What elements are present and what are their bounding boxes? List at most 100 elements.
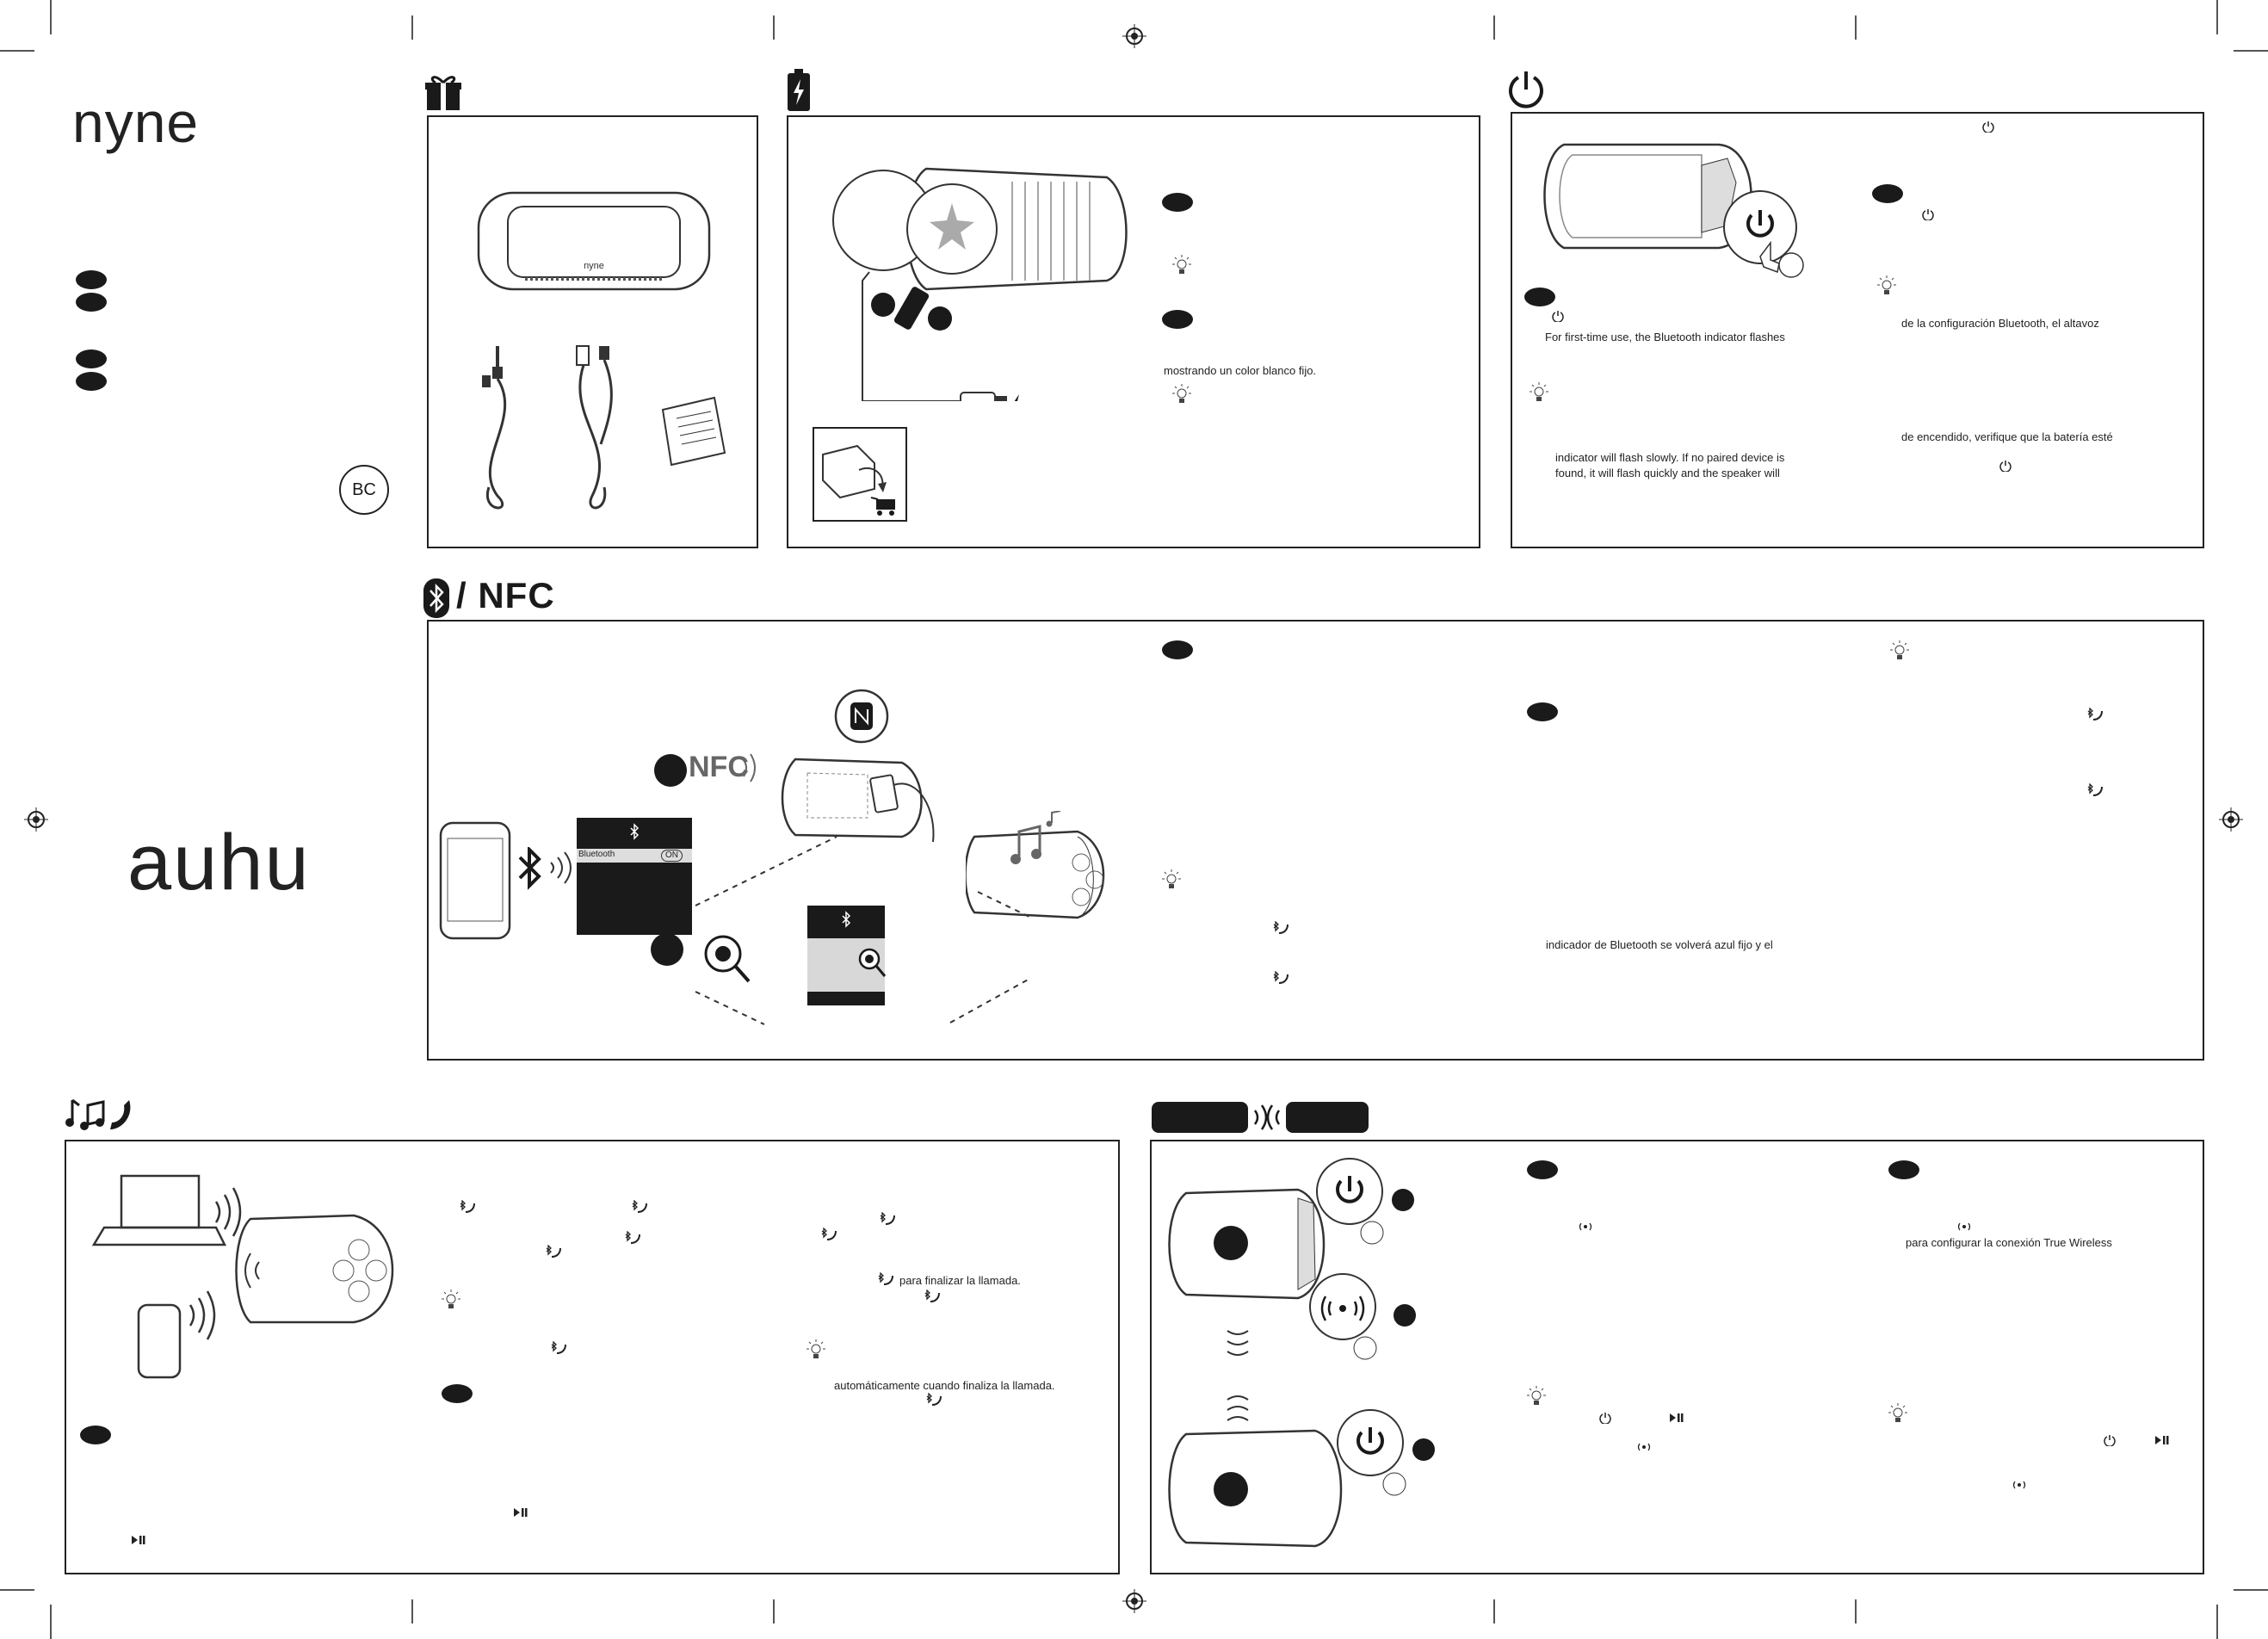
bt-call-icon <box>878 1272 893 1285</box>
crop-mark <box>1493 1599 1495 1624</box>
usb-cable-icon <box>576 345 613 510</box>
bluetooth-icon <box>423 578 449 618</box>
shopping-cart-icon <box>870 497 895 516</box>
registration-mark <box>1122 1589 1146 1613</box>
tws-signal-icon <box>1957 1222 1971 1231</box>
crop-mark <box>0 50 34 52</box>
manual-icon <box>661 396 726 467</box>
language-marker <box>76 349 107 368</box>
crop-mark <box>0 1589 34 1591</box>
charging-panel: mostrando un color blanco fijo. <box>787 115 1480 548</box>
lightbulb-tip-icon <box>1172 384 1191 403</box>
true-wireless-panel: para configurar la conexión True Wireles… <box>1150 1140 2204 1574</box>
crop-mark <box>50 1605 52 1639</box>
language-marker <box>1524 288 1555 306</box>
lightbulb-tip-icon <box>1172 255 1191 274</box>
end-call-text: para finalizar la llamada. <box>899 1274 1021 1287</box>
auto-resume-text: automáticamente cuando finaliza la llama… <box>834 1379 1055 1392</box>
lightbulb-tip-icon <box>442 1290 460 1308</box>
language-marker <box>76 293 107 312</box>
language-marker <box>1888 1160 1919 1179</box>
speaker-illustration: nyne <box>477 191 711 291</box>
step-number-marker <box>654 754 687 787</box>
bt-nfc-header-label: / NFC <box>456 575 555 615</box>
registration-mark <box>24 807 48 832</box>
charge-solid-white-text: mostrando un color blanco fijo. <box>1164 364 1317 377</box>
tws-signal-icon <box>2012 1481 2026 1489</box>
bluetooth-setting-label: Bluetooth <box>578 850 615 859</box>
language-marker <box>1162 310 1193 329</box>
tws-signal-icon <box>1637 1443 1651 1451</box>
power-panel: For first-time use, the Bluetooth indica… <box>1511 112 2204 548</box>
lightbulb-tip-icon <box>1527 1386 1546 1405</box>
search-magnifier-icon <box>858 948 887 977</box>
power-icon <box>2104 1435 2116 1446</box>
tws-config-text: para configurar la conexión True Wireles… <box>1906 1236 2112 1249</box>
language-marker <box>1527 1160 1558 1179</box>
nfc-label: NFC <box>689 751 749 783</box>
bt-call-icon <box>546 1245 561 1258</box>
bt-call-icon <box>551 1341 566 1354</box>
bt-call-icon <box>821 1228 837 1240</box>
lightbulb-tip-icon <box>806 1339 825 1358</box>
language-marker <box>442 1384 473 1403</box>
power-icon <box>1599 1413 1611 1424</box>
lightbulb-tip-icon <box>1877 275 1896 294</box>
crop-mark <box>411 1599 413 1624</box>
crop-mark <box>773 15 775 40</box>
bt-call-icon <box>880 1212 895 1225</box>
language-marker <box>1162 193 1193 212</box>
in-the-box-panel: nyne <box>427 115 758 548</box>
lightbulb-tip-icon <box>1890 640 1909 659</box>
bluetooth-signal-icon <box>518 847 572 890</box>
bt-call-icon <box>2087 708 2103 721</box>
tws-signal-icon <box>1579 1222 1592 1231</box>
language-marker <box>80 1426 111 1444</box>
bluetooth-nfc-panel: Bluetooth ON NFC indicador de Bluetooth … <box>427 620 2204 1061</box>
crop-mark <box>1493 15 1495 40</box>
language-marker <box>1527 702 1558 721</box>
crop-mark <box>2234 1589 2268 1591</box>
aux-cable-icon <box>482 346 507 510</box>
crop-mark <box>1855 1599 1857 1624</box>
phone-bluetooth-settings-screen: Bluetooth ON <box>577 818 692 935</box>
smartphone-illustration <box>439 821 511 940</box>
es-indicator-text: indicador de Bluetooth se volverá azul f… <box>1546 938 1773 951</box>
lightbulb-tip-icon <box>1162 869 1181 888</box>
speaker-playing-illustration <box>966 811 1105 919</box>
multi-device-illustration <box>91 1174 394 1379</box>
search-magnifier-icon <box>704 935 751 983</box>
crop-mark <box>50 0 52 34</box>
registration-mark <box>2219 807 2243 832</box>
play-pause-icon <box>132 1536 145 1544</box>
power-icon <box>1999 461 2012 472</box>
music-calls-panel: para finalizar la llamada. automáticamen… <box>65 1140 1120 1574</box>
music-call-icon <box>65 1098 131 1130</box>
bt-call-icon <box>1273 921 1288 934</box>
bluetooth-toggle[interactable]: ON <box>661 850 683 862</box>
phone-device-search-screen <box>807 906 887 1005</box>
auhu-logo: auhu <box>127 819 311 906</box>
play-pause-icon <box>2155 1436 2169 1444</box>
flash-slowly-text: indicator will flash slowly. If no paire… <box>1555 451 1785 464</box>
es-battery-text: de encendido, verifique que la batería e… <box>1901 430 2113 443</box>
play-pause-icon <box>1670 1413 1684 1422</box>
power-icon <box>1552 311 1564 322</box>
speaker-power-illustration <box>1543 143 1804 278</box>
crop-mark <box>2216 0 2218 34</box>
gift-box-icon <box>425 76 461 110</box>
crop-mark <box>773 1599 775 1624</box>
language-marker <box>76 372 107 391</box>
language-marker <box>1872 184 1903 203</box>
pairing-flow-lines <box>695 836 1032 1025</box>
tws-pairing-illustration <box>1168 1158 1435 1548</box>
flash-quickly-text: found, it will flash quickly and the spe… <box>1555 467 1780 479</box>
bt-call-icon <box>926 1393 942 1406</box>
bluetooth-icon <box>842 911 851 928</box>
power-icon <box>1982 121 1994 133</box>
bt-call-icon <box>2087 783 2103 796</box>
speaker-nfc-tap-illustration <box>781 689 935 843</box>
es-config-text: de la configuración Bluetooth, el altavo… <box>1901 317 2099 330</box>
crop-mark <box>411 15 413 40</box>
nfc-signal-icon <box>743 753 756 782</box>
